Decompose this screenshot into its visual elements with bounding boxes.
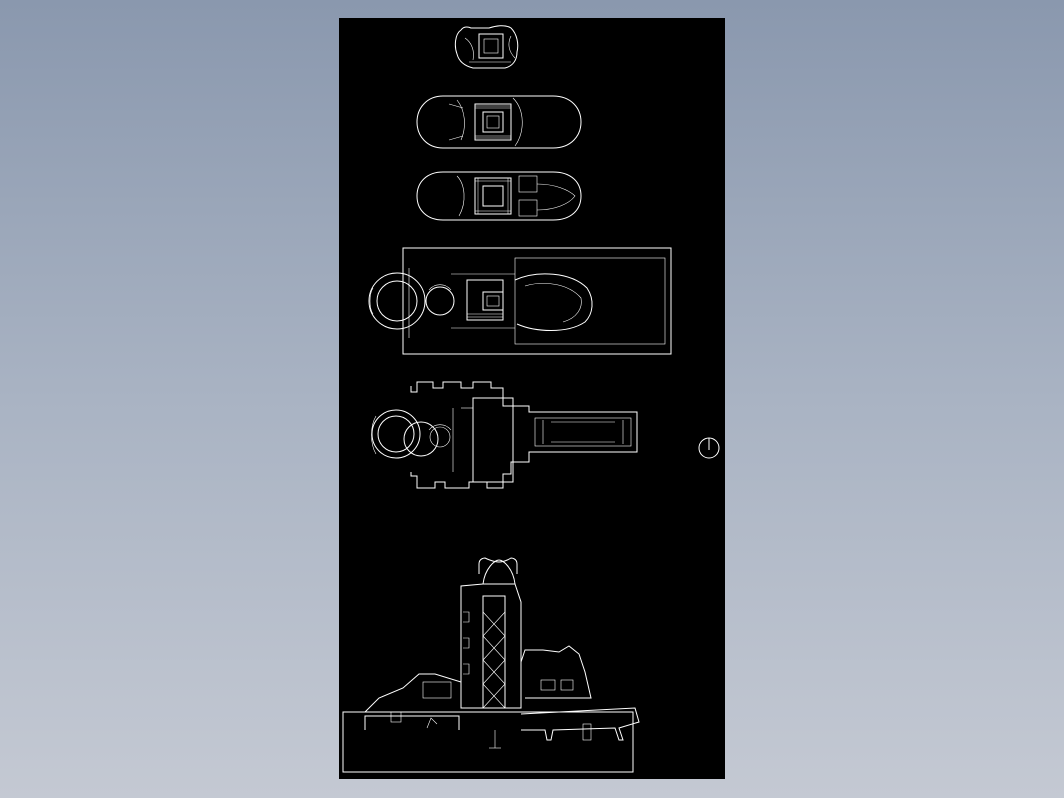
section-view xyxy=(342,557,640,773)
north-arrow-icon xyxy=(698,437,720,459)
third-floor-plan-view xyxy=(416,95,582,149)
ground-floor-plan-view xyxy=(371,381,638,489)
first-floor-plan-view xyxy=(368,247,672,355)
roof-plan-view xyxy=(454,25,519,69)
drawing-sheet xyxy=(339,18,725,779)
second-floor-plan-view xyxy=(416,171,582,221)
cad-drawing xyxy=(342,25,720,773)
